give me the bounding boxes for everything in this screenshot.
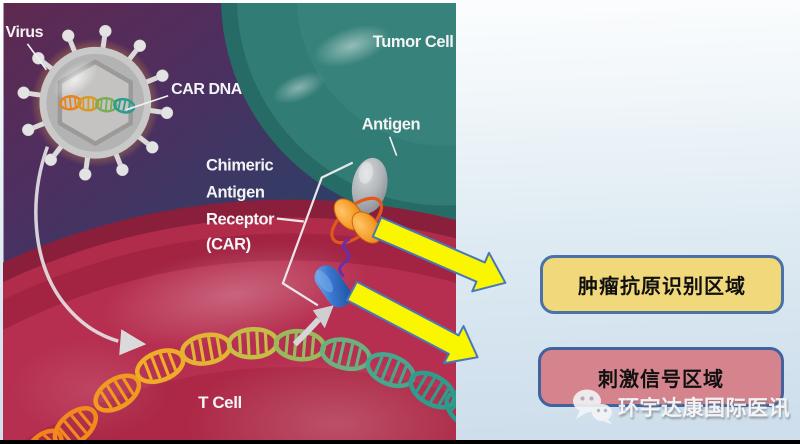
recognition-region-label: 肿瘤抗原识别区域 <box>578 276 746 298</box>
bottom-bar <box>0 440 800 444</box>
svg-text:Chimeric: Chimeric <box>206 157 273 175</box>
virus-to-tcell-arrow <box>34 146 147 356</box>
watermark: 环宇达康国际医讯 <box>572 388 790 425</box>
label-lines <box>26 43 398 156</box>
svg-text:Receptor: Receptor <box>206 210 275 228</box>
virus-shape <box>9 16 182 189</box>
car-receptor <box>314 157 388 308</box>
car-t-illustration: Virus CAR DNA Tumor Cell Antigen Chimeri… <box>3 3 456 440</box>
signaling-domain-capsule <box>314 265 352 308</box>
watermark-text: 环宇达康国际医讯 <box>618 396 790 420</box>
antigen-label: Antigen <box>362 116 421 134</box>
signal-region-box: 刺激信号区域 <box>538 347 784 407</box>
tumor-cell-label: Tumor Cell <box>373 33 454 51</box>
car-label: Chimeric Antigen Receptor (CAR) <box>206 157 276 254</box>
virus-label: Virus <box>6 24 44 41</box>
car-dna-label: CAR DNA <box>171 81 243 98</box>
dna-to-capsule-arrow <box>292 305 334 347</box>
wechat-icon <box>573 389 613 425</box>
svg-text:(CAR): (CAR) <box>206 235 251 253</box>
car-bracket <box>276 161 354 307</box>
tumor-cell-shape <box>221 3 456 222</box>
linker-squiggle <box>338 237 351 277</box>
signal-region-label: 刺激信号区域 <box>598 368 724 391</box>
recognition-region-box: 肿瘤抗原识别区域 <box>540 255 784 314</box>
svg-text:Antigen: Antigen <box>206 184 265 202</box>
t-cell-label: T Cell <box>198 393 242 412</box>
